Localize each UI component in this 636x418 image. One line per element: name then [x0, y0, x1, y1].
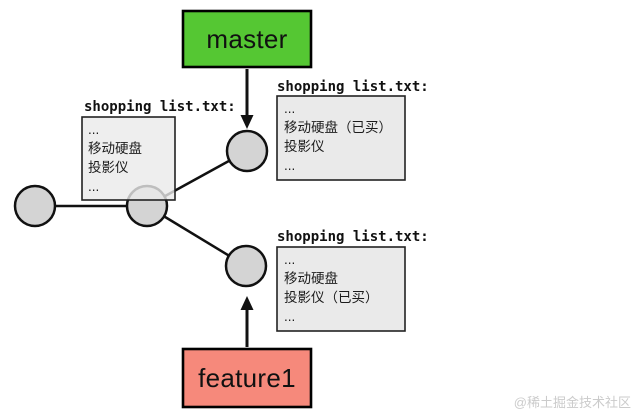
branch-tag-master: master [181, 9, 313, 69]
branch-tag-feature1: feature1 [181, 347, 313, 409]
watermark: @稀土掘金技术社区 [514, 395, 631, 410]
master-pointer-arrow [240, 69, 254, 129]
branch-tag-feature1-rect [181, 347, 313, 409]
arrow-down-icon [240, 115, 254, 129]
file-line: 移动硬盘（已买） [284, 119, 392, 135]
file-line: ... [88, 122, 99, 137]
file-line: ... [284, 309, 295, 324]
file-box-feature1-commit: shopping list.txt: ... 移动硬盘 投影仪（已买） ... [276, 229, 429, 332]
file-line: ... [284, 101, 295, 116]
feature1-pointer-arrow [240, 296, 254, 347]
file-line: 移动硬盘 [88, 140, 142, 156]
file-box-rect-parent [81, 116, 176, 201]
file-line: ... [284, 252, 295, 267]
branch-tag-master-rect [181, 9, 313, 69]
file-line: ... [284, 158, 295, 173]
file-line: ... [88, 179, 99, 194]
branch-tag-feature1-label: feature1 [198, 363, 296, 393]
file-line: 移动硬盘 [284, 270, 338, 286]
arrow-up-icon [240, 296, 254, 310]
file-line: 投影仪 [284, 139, 325, 154]
commit-node-master [225, 129, 269, 173]
commit-node-feature1 [224, 244, 268, 288]
file-box-parent-commit: shopping list.txt: ... 移动硬盘 投影仪 ... [81, 99, 236, 201]
file-title-parent: shopping list.txt: [84, 99, 236, 115]
file-box-rect-master [276, 95, 406, 181]
file-title-master: shopping list.txt: [277, 79, 429, 95]
commit-nodes [13, 129, 269, 288]
branch-tag-master-label: master [206, 24, 287, 54]
file-line: 投影仪（已买） [284, 290, 379, 305]
file-box-master-commit: shopping list.txt: ... 移动硬盘（已买） 投影仪 ... [276, 79, 429, 181]
file-box-rect-feature1 [276, 246, 406, 332]
commit-node-root [13, 184, 57, 228]
file-line: 投影仪 [88, 160, 129, 175]
file-title-feature1: shopping list.txt: [277, 229, 429, 245]
